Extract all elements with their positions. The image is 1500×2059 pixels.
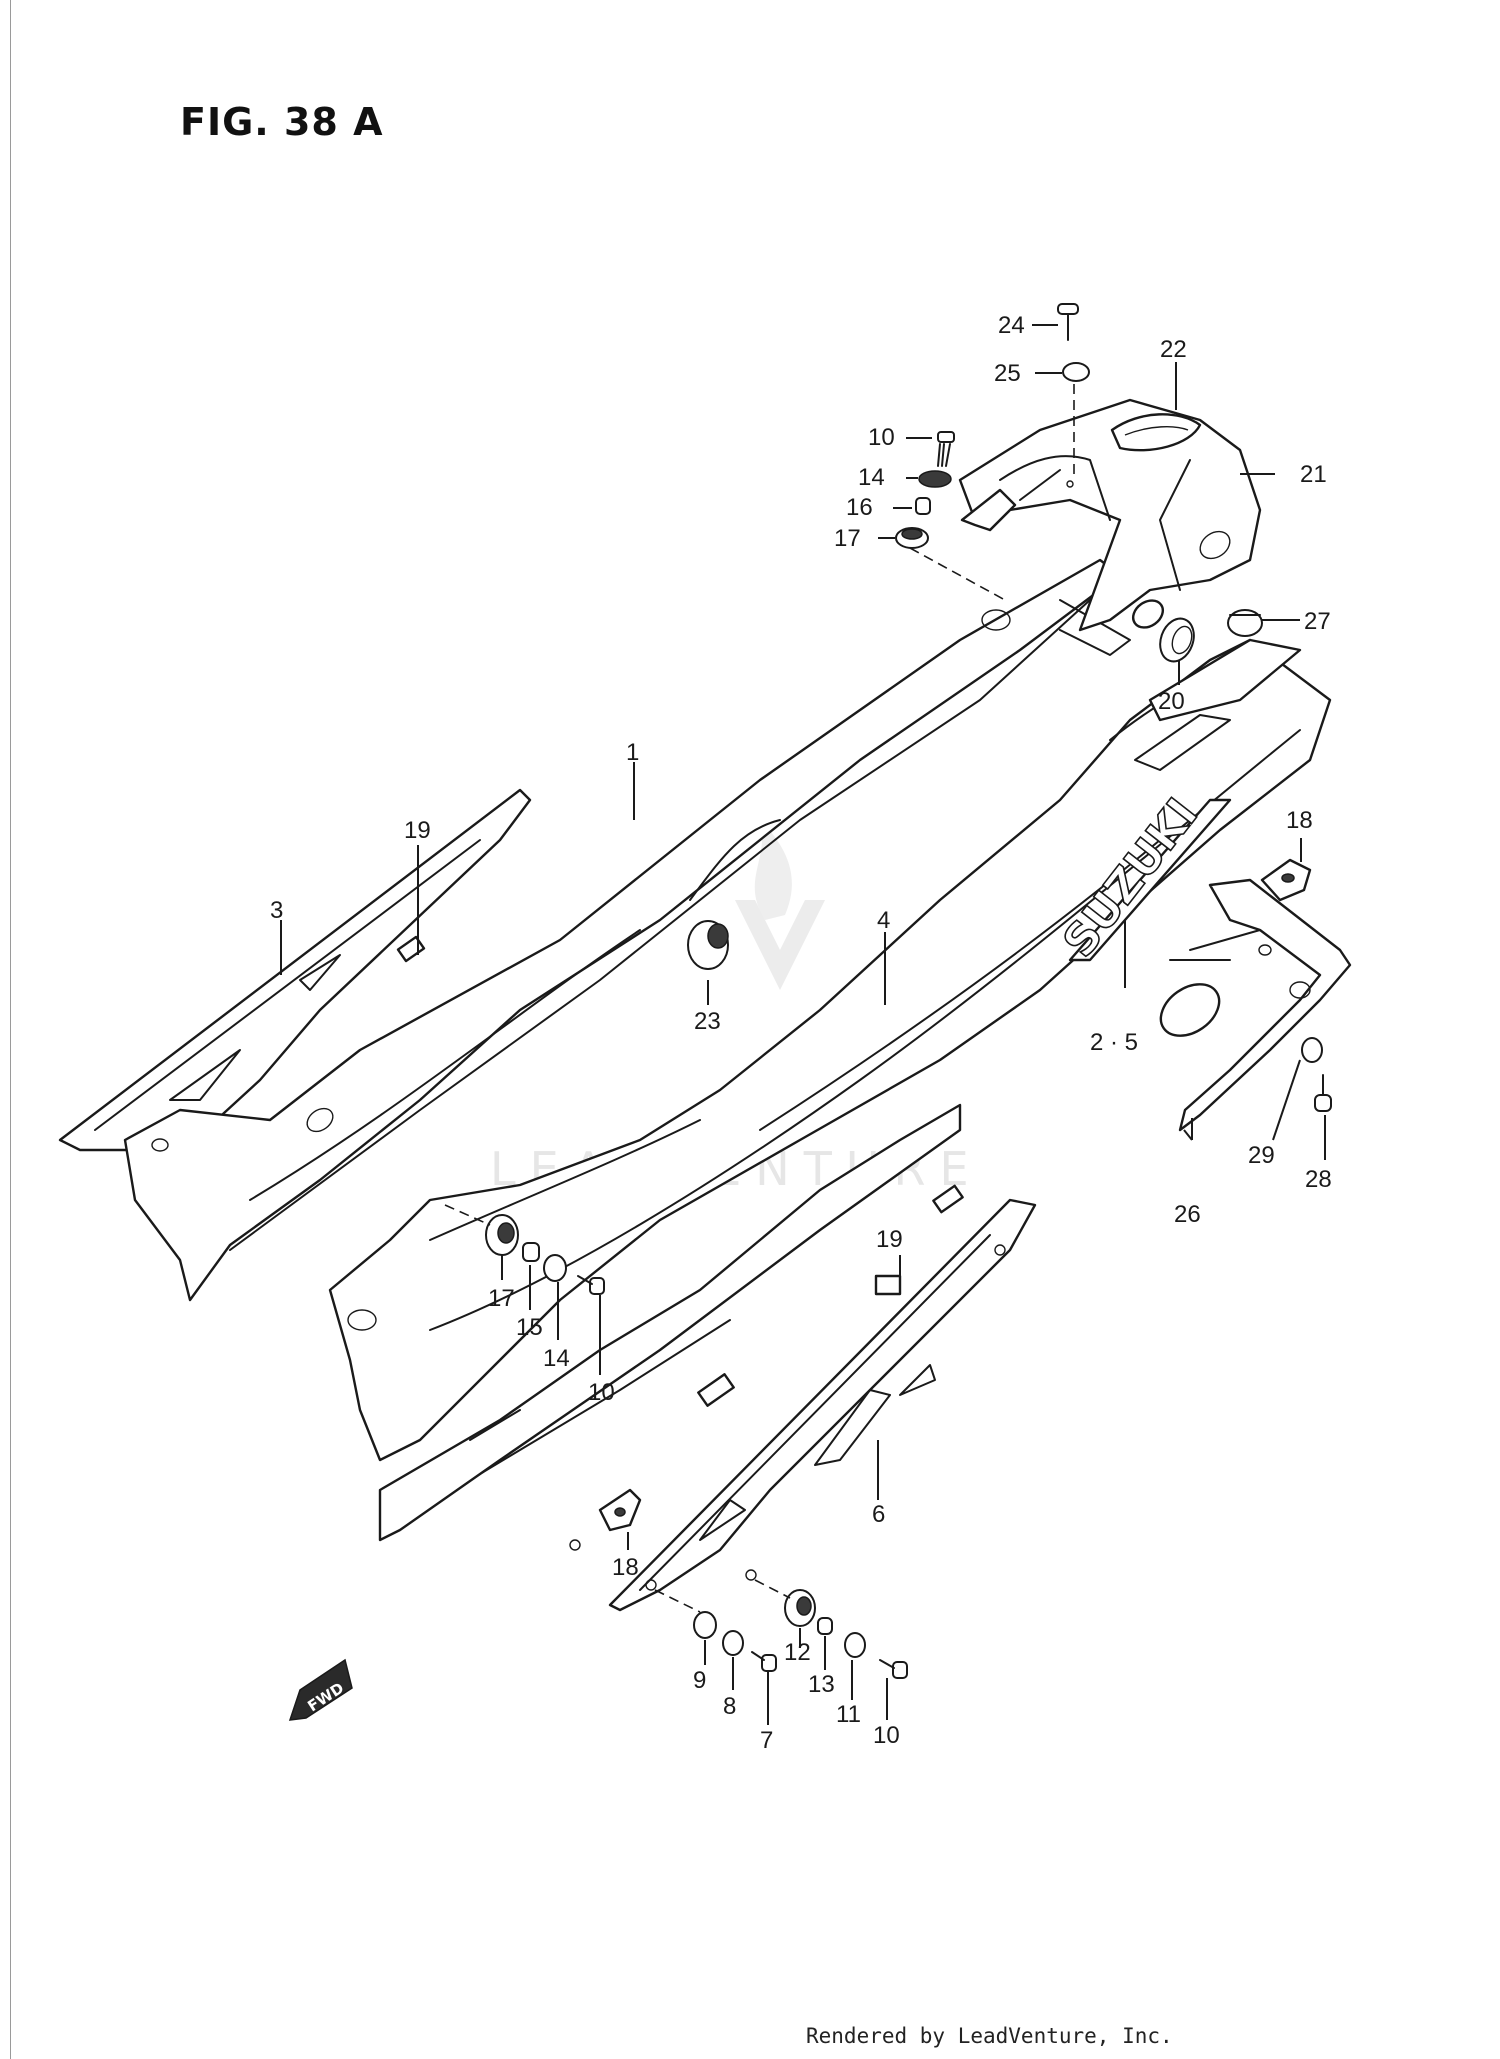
cushion-23 <box>687 920 729 970</box>
callout-17-upper: 17 <box>834 525 861 552</box>
collar-15 <box>522 1242 540 1262</box>
cushion-25 <box>1062 362 1090 382</box>
callout-4: 4 <box>877 907 890 934</box>
figure-title: FIG. 38 A <box>180 100 384 144</box>
screw-7 <box>751 1651 777 1672</box>
part-4-right-side-cover <box>328 638 1332 1551</box>
callout-20: 20 <box>1158 688 1185 715</box>
callout-14-middle: 14 <box>543 1345 570 1372</box>
left-margin-rule <box>10 0 11 2059</box>
callout-29: 29 <box>1248 1142 1275 1169</box>
part-3-left-frame-cover <box>58 788 532 1152</box>
grommet-17-middle <box>485 1214 519 1256</box>
washer-29 <box>1301 1037 1323 1063</box>
part-26-rear-bracket <box>1169 878 1352 1132</box>
grommet-12 <box>784 1589 816 1627</box>
callout-10-middle: 10 <box>588 1379 615 1406</box>
grommet-20 <box>1159 617 1195 663</box>
callout-19-left: 19 <box>404 817 431 844</box>
callout-18-lower: 18 <box>612 1554 639 1581</box>
callout-16: 16 <box>846 494 873 521</box>
washer-14-middle <box>543 1254 567 1282</box>
callout-10-upper: 10 <box>868 424 895 451</box>
callout-26: 26 <box>1174 1201 1201 1228</box>
collar-16 <box>915 497 931 515</box>
callout-leader-lines <box>280 324 1326 1725</box>
callout-7: 7 <box>760 1727 773 1754</box>
bolt-10-upper <box>937 431 955 467</box>
bottom-fastener-group <box>654 1579 908 1679</box>
callout-19-right: 19 <box>876 1226 903 1253</box>
upper-fastener-group <box>895 431 1006 601</box>
callout-1: 1 <box>626 739 639 766</box>
collar-13 <box>817 1617 833 1635</box>
callout-labels: 1 2 · 5 3 4 6 7 8 9 10 10 10 11 12 13 14… <box>270 312 1332 1754</box>
callout-17-middle: 17 <box>488 1285 515 1312</box>
screw-24 <box>1057 303 1079 341</box>
callout-24: 24 <box>998 312 1025 339</box>
callout-18-upper: 18 <box>1286 807 1313 834</box>
render-credit-footer: Rendered by LeadVenture, Inc. <box>806 2024 1173 2048</box>
callout-15: 15 <box>516 1314 543 1341</box>
callout-8: 8 <box>723 1693 736 1720</box>
part-22-tail-emblem <box>1110 413 1202 452</box>
callout-2-5: 2 · 5 <box>1090 1029 1138 1056</box>
callout-10-lower: 10 <box>873 1722 900 1749</box>
callout-14-upper: 14 <box>858 464 885 491</box>
bolt-10-lower <box>879 1659 908 1679</box>
callout-13: 13 <box>808 1671 835 1698</box>
part-21-tail-cowl <box>958 398 1262 632</box>
callout-3: 3 <box>270 897 283 924</box>
washer-11 <box>844 1632 866 1658</box>
grommet-17-upper <box>895 527 929 549</box>
forward-direction-arrow: FWD <box>288 1658 353 1721</box>
nut-18-lower <box>598 1488 642 1532</box>
callout-23: 23 <box>694 1008 721 1035</box>
washer-14-upper <box>918 470 952 488</box>
part-6-right-frame-cover <box>608 1198 1037 1612</box>
callout-28: 28 <box>1305 1166 1332 1193</box>
callout-25: 25 <box>994 360 1021 387</box>
washer-8 <box>722 1630 744 1656</box>
callout-21: 21 <box>1300 461 1327 488</box>
callout-9: 9 <box>693 1667 706 1694</box>
washer-9 <box>693 1611 717 1639</box>
bolt-10-middle <box>577 1275 605 1295</box>
nut-18-upper <box>1260 858 1312 902</box>
grommet-27 <box>1227 609 1263 637</box>
callout-22: 22 <box>1160 336 1187 363</box>
top-fastener-group <box>1057 303 1090 480</box>
callout-12: 12 <box>784 1639 811 1666</box>
screw-28 <box>1314 1074 1332 1112</box>
callout-27: 27 <box>1304 608 1331 635</box>
callout-6: 6 <box>872 1501 885 1528</box>
middle-fastener-group <box>444 1204 605 1295</box>
callout-11: 11 <box>836 1701 861 1728</box>
